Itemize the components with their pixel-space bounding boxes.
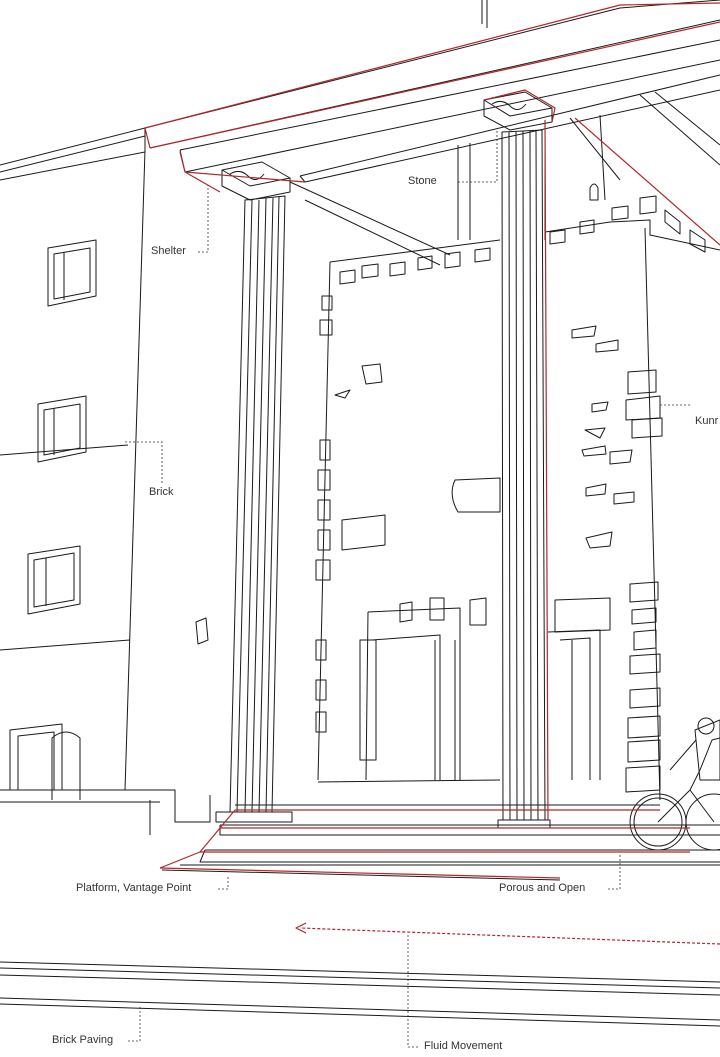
leader-stone xyxy=(458,130,497,182)
leader-porous xyxy=(608,855,620,889)
label-fluid-movement: Fluid Movement xyxy=(424,1040,502,1052)
label-brick: Brick xyxy=(149,486,173,498)
steps xyxy=(162,805,720,880)
leader-platform xyxy=(218,877,228,889)
platform-outline xyxy=(160,810,690,878)
leader-shelter xyxy=(198,185,208,252)
leader-fluid xyxy=(408,935,418,1047)
left-column xyxy=(216,162,292,822)
label-stone: Stone xyxy=(408,175,437,187)
label-porous: Porous and Open xyxy=(499,882,585,894)
brick-paving xyxy=(0,962,720,1026)
leader-brick xyxy=(125,442,162,484)
label-brick-paving: Brick Paving xyxy=(52,1034,113,1046)
roof-canopy xyxy=(145,0,720,265)
label-shelter: Shelter xyxy=(151,245,186,257)
bird xyxy=(590,184,598,200)
label-platform: Platform, Vantage Point xyxy=(76,882,191,894)
center-column xyxy=(484,92,552,828)
roof-antenna xyxy=(482,0,487,28)
doorways xyxy=(360,598,610,780)
cyclist xyxy=(630,718,720,850)
leader-brick-paving xyxy=(128,1005,140,1041)
left-building xyxy=(0,128,210,835)
label-kunr: Kunr xyxy=(695,415,718,427)
back-wall xyxy=(316,196,720,800)
fluid-movement-arrow xyxy=(300,928,720,944)
